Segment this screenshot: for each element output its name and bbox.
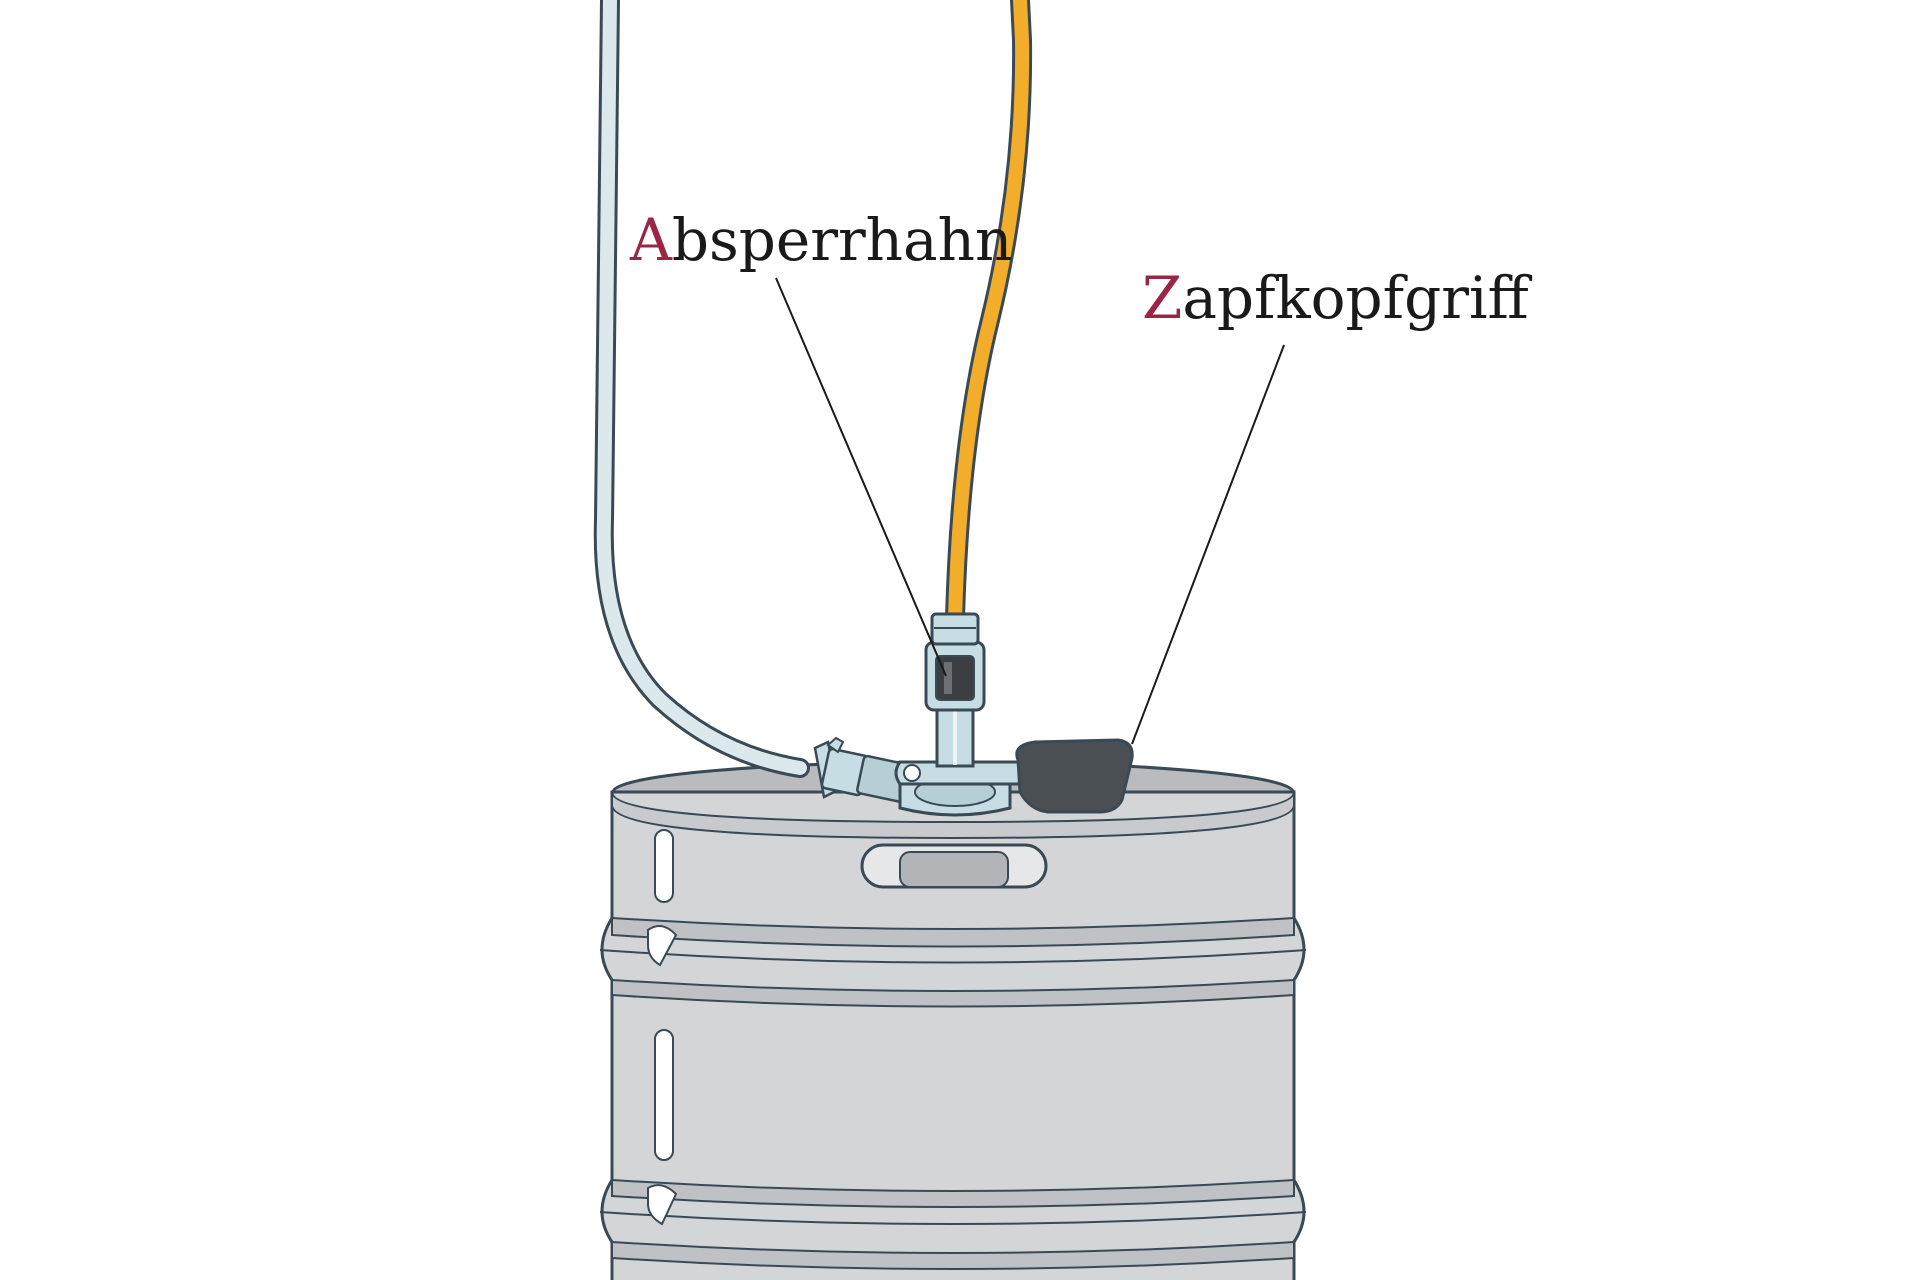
keg-coupler-icon xyxy=(813,612,1134,817)
shutoff-valve-label-initial: A xyxy=(629,206,673,274)
coupler-handle-label-initial: Z xyxy=(1142,264,1182,332)
shutoff-valve-leader xyxy=(775,277,947,677)
coupler-handle-leader xyxy=(1131,344,1285,745)
shutoff-valve-label-rest: bsperrhahn xyxy=(672,206,1012,274)
keg-handle-slot xyxy=(860,843,1048,889)
shutoff-valve-window xyxy=(935,655,975,701)
keg-body xyxy=(600,790,1306,1280)
shutoff-valve-label: Absperrhahn xyxy=(629,206,1012,274)
coupler-handle-label: Zapfkopfgriff xyxy=(1142,264,1533,332)
keg-highlights xyxy=(647,829,678,1226)
keg-upper-ring xyxy=(599,916,1307,1008)
coupler-grip-handle xyxy=(1015,738,1134,814)
keg-lower-ring xyxy=(599,1178,1307,1270)
leader-lines xyxy=(775,277,1285,745)
keg-chime xyxy=(611,791,1295,840)
beer-keg-icon xyxy=(599,760,1307,1280)
coupler-handle-label-rest: apfkopfgriff xyxy=(1182,264,1532,332)
beer-hose-icon xyxy=(593,0,810,778)
gas-hose-icon xyxy=(945,0,1033,628)
